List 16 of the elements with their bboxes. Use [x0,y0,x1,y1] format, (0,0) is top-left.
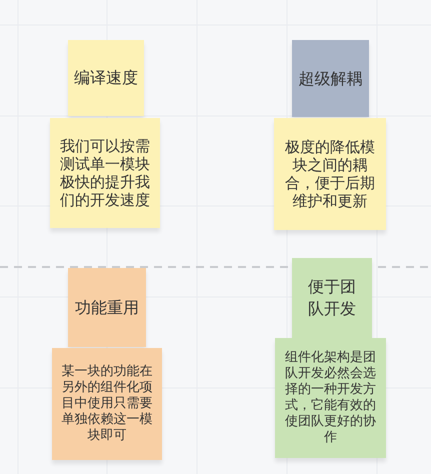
note-text: 组件化架构是团队开发必然会选择的一种开发方式，它能有效的使团队更好的协作 [284,350,377,446]
note-heading: 便于团队开发 [307,276,357,320]
sticky-note [68,40,144,116]
sticky-note [52,348,162,460]
sticky-note [292,258,372,338]
note-heading: 编译速度 [73,67,139,89]
note-text: 某一块的功能在另外的组件化项目中使用只需要单独依赖这一模块即可 [60,364,154,444]
note-heading: 功能重用 [74,296,140,318]
sticky-note [275,338,386,458]
sticky-note [292,40,369,117]
note-heading: 超级解耦 [298,68,364,90]
sticky-note [50,118,160,228]
note-text: 我们可以按需测试单一模块极快的提升我们的开发速度 [59,137,151,209]
sticky-note [68,268,146,347]
note-text: 极度的降低模块之间的耦合，便于后期维护和更新 [284,138,376,210]
sticky-note [274,118,386,230]
